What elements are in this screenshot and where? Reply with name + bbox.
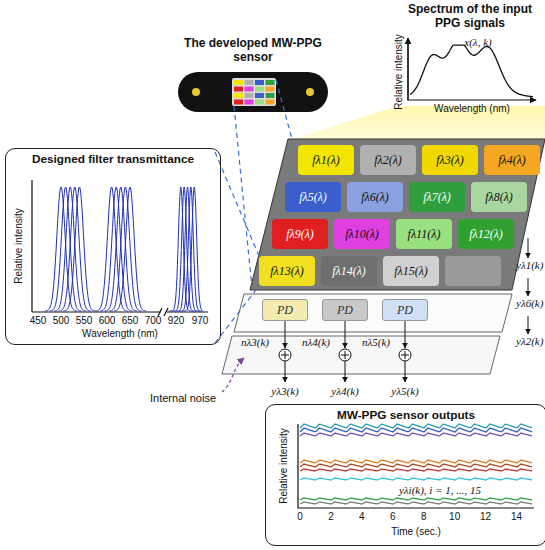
filter-cell: fλ8(λ) [471, 182, 527, 212]
tick-label: 6 [390, 511, 396, 523]
output-axes [298, 424, 534, 508]
filter-cell: fλ1(λ) [298, 145, 354, 175]
filter-cell: fλ3(λ) [422, 145, 478, 175]
signal-name: nλ5(k) [362, 336, 390, 349]
photodiode-label: PD [337, 303, 353, 318]
tick-label: 600 [99, 315, 116, 327]
tick-label: 12 [480, 511, 491, 523]
filter-cell: fλ9(λ) [272, 219, 328, 249]
signal-name: yλ5(k) [391, 385, 418, 398]
filter-label: fλ6(λ) [361, 190, 389, 205]
tick-label: 4 [359, 511, 365, 523]
sensor-device [178, 72, 328, 112]
spectrum-curve [410, 45, 533, 96]
filter-cell: fλ7(λ) [409, 182, 465, 212]
axis-label: Wavelength (nm) [82, 328, 158, 340]
filter-cell: fλ2(λ) [360, 145, 416, 175]
filter-cell: fλ10(λ) [334, 219, 390, 249]
output-traces [300, 424, 532, 504]
photodiode-label: PD [277, 303, 293, 318]
filter-label: fλ4(λ) [498, 153, 526, 168]
tick-label: 8 [421, 511, 427, 523]
filter-label: fλ2(λ) [374, 153, 402, 168]
filter-label: fλ14(λ) [332, 264, 366, 279]
side-output-arrows [528, 238, 529, 334]
noise-layer [222, 336, 500, 374]
photodiode-box: PD [382, 299, 428, 321]
caption-label: The developed MW-PPG sensor [178, 37, 328, 65]
panel-title: MW-PPG sensor outputs [266, 408, 545, 422]
callout-lines [215, 152, 259, 343]
transmittance-axes [32, 180, 208, 316]
filter-cell: fλ13(λ) [259, 256, 315, 286]
axis-label: Relative intensity [393, 34, 405, 110]
axis-label: Time (sec.) [391, 526, 441, 538]
caption-label: Spectrum of the input PPG signals [400, 3, 540, 31]
photodiode-box: PD [322, 299, 368, 321]
filter-cell: fλ12(λ) [458, 219, 514, 249]
tick-label: 920 [168, 315, 185, 327]
photodiode-box: PD [262, 299, 308, 321]
filter-cell: fλ15(λ) [383, 256, 439, 286]
transmittance-peaks [45, 187, 203, 311]
signal-name: x(λ, k) [464, 36, 491, 49]
filter-label: fλ13(λ) [270, 264, 304, 279]
filter-label: fλ8(λ) [485, 190, 513, 205]
filter-label: fλ9(λ) [286, 227, 314, 242]
filter-cell: fλ14(λ) [321, 256, 377, 286]
filter-label: fλ10(λ) [345, 227, 379, 242]
signal-name: yλ6(k) [516, 297, 543, 310]
filter-label: fλ15(λ) [394, 264, 428, 279]
empty-cell [445, 256, 501, 286]
signal-name: yλ2(k) [516, 335, 543, 348]
filter-label: fλ3(λ) [436, 153, 464, 168]
axis-label: Wavelength (nm) [434, 103, 510, 115]
tick-label: 700 [145, 315, 162, 327]
noise-pointer [222, 358, 244, 392]
signal-name: nλ4(k) [302, 336, 330, 349]
tick-label: 14 [511, 511, 522, 523]
tick-label: 970 [192, 315, 209, 327]
tick-label: 650 [122, 315, 139, 327]
signal-name: yλ4(k) [331, 385, 358, 398]
tick-label: 10 [449, 511, 460, 523]
noise-label: Internal noise [150, 392, 216, 405]
filter-cell: fλ6(λ) [347, 182, 403, 212]
filter-cell: fλ11(λ) [396, 219, 452, 249]
filter-label: fλ7(λ) [423, 190, 451, 205]
filter-label: fλ11(λ) [408, 227, 441, 242]
tick-label: 550 [76, 315, 93, 327]
tick-label: 450 [30, 315, 47, 327]
adders [279, 320, 411, 382]
filter-cell: fλ4(λ) [484, 145, 540, 175]
filter-cell: fλ5(λ) [285, 182, 341, 212]
tick-label: 500 [53, 315, 70, 327]
panel-title: Designed filter transmittance [6, 152, 220, 165]
photodiode-layer [234, 294, 512, 332]
legend-note: yλi(k), i = 1, ..., 15 [399, 484, 481, 497]
signal-name: yλ1(k) [516, 259, 543, 272]
filter-layer [250, 139, 545, 290]
tick-label: 2 [328, 511, 334, 523]
filter-label: fλ5(λ) [299, 190, 327, 205]
plot-panel: MW-PPG sensor outputs [265, 404, 545, 546]
signal-name: yλ3(k) [271, 385, 298, 398]
axis-label: Relative intensity [13, 208, 25, 284]
axis-label: Relative intensity [278, 428, 290, 504]
photodiode-label: PD [397, 303, 413, 318]
filter-label: fλ12(λ) [469, 227, 503, 242]
filter-label: fλ1(λ) [312, 153, 340, 168]
tick-label: 0 [297, 511, 303, 523]
signal-name: nλ3(k) [241, 336, 269, 349]
